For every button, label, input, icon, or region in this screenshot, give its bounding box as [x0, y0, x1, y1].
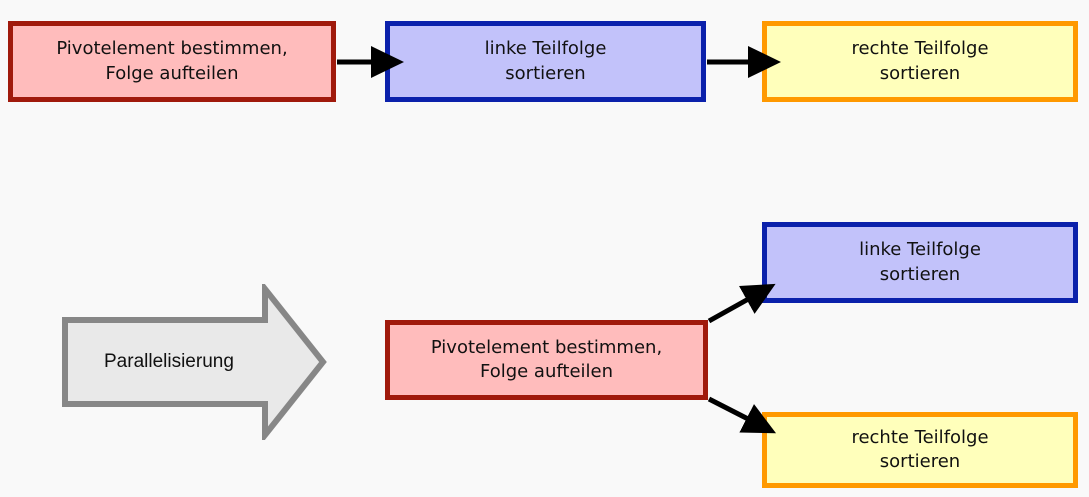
node-label-line1: rechte Teilfolge — [851, 38, 989, 60]
node-sequential-pivot[interactable]: Pivotelement bestimmen, Folge aufteilen — [8, 21, 336, 102]
node-sequential-left[interactable]: linke Teilfolge sortieren — [385, 21, 706, 102]
node-label-line1: Pivotelement bestimmen, — [430, 336, 663, 358]
node-parallel-right[interactable]: rechte Teilfolge sortieren — [762, 412, 1078, 488]
block-arrow-label: Parallelisierung — [104, 351, 234, 372]
node-label-line2: sortieren — [879, 62, 961, 84]
node-label-line1: Pivotelement bestimmen, — [56, 38, 288, 60]
node-label-line2: sortieren — [879, 263, 961, 285]
block-arrow-shape — [62, 280, 327, 444]
node-label-line2: sortieren — [505, 62, 586, 84]
node-sequential-right[interactable]: rechte Teilfolge sortieren — [762, 21, 1078, 102]
node-parallel-left[interactable]: linke Teilfolge sortieren — [762, 222, 1078, 303]
node-label-line1: linke Teilfolge — [859, 239, 981, 261]
node-label-line1: linke Teilfolge — [484, 38, 607, 60]
node-label-line2: Folge aufteilen — [479, 361, 614, 382]
node-label-line1: rechte Teilfolge — [851, 426, 989, 448]
arrow-parallel-pivot-to-right — [707, 396, 777, 434]
node-parallel-pivot[interactable]: Pivotelement bestimmen, Folge aufteilen — [385, 320, 708, 400]
node-label-line2: sortieren — [879, 451, 961, 472]
arrow-parallel-pivot-to-left — [707, 283, 776, 324]
block-arrow-parallelisierung: Parallelisierung — [60, 280, 328, 444]
node-label-line2: Folge aufteilen — [105, 62, 239, 84]
